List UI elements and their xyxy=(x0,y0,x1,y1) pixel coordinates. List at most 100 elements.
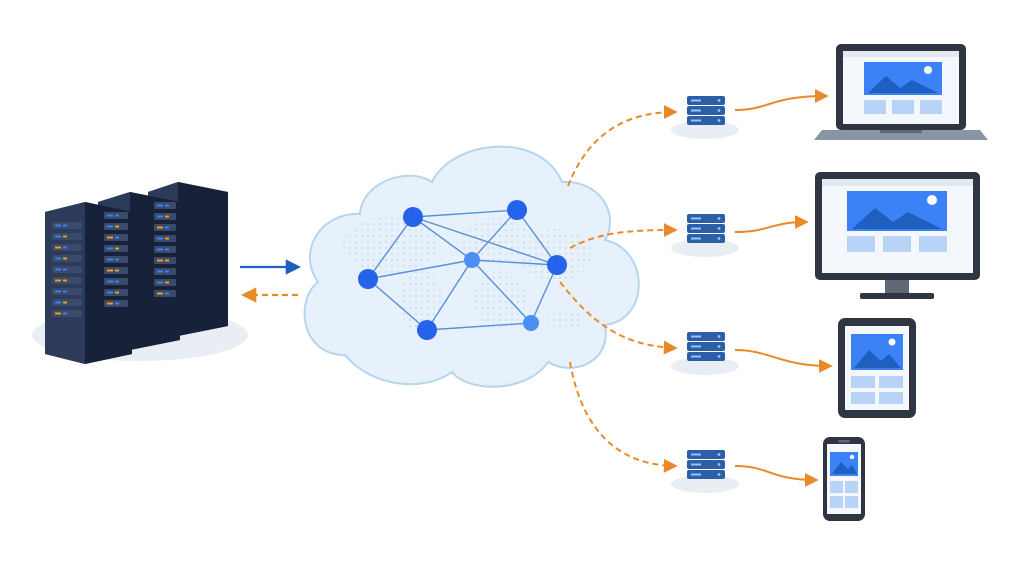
rack-led xyxy=(55,312,61,315)
rack-led xyxy=(55,257,61,260)
network-node xyxy=(403,207,423,227)
network-node xyxy=(358,269,378,289)
network-link xyxy=(530,264,558,324)
rack-led xyxy=(63,235,67,238)
world-map-dots xyxy=(342,217,593,332)
cloud-network-icon xyxy=(303,145,640,388)
rack-led xyxy=(107,280,113,283)
rack-led xyxy=(115,236,119,239)
path-to-edge-1 xyxy=(567,105,678,187)
origin-server-group xyxy=(32,182,248,364)
rack-led xyxy=(63,257,67,260)
network-link xyxy=(367,216,414,280)
rack-led xyxy=(157,248,163,251)
rack-led xyxy=(165,259,169,262)
edge-server-icon xyxy=(671,450,739,493)
rack-led xyxy=(63,279,67,282)
rack-led xyxy=(157,281,163,284)
network-link xyxy=(471,259,558,266)
network-node xyxy=(464,252,480,268)
rack-led xyxy=(165,226,169,229)
rack-led xyxy=(107,236,113,239)
rack-led xyxy=(63,246,67,249)
rack-led xyxy=(157,226,163,229)
rack-status-leds xyxy=(52,202,176,317)
tablet-icon xyxy=(838,318,916,418)
rack-led xyxy=(55,224,61,227)
rack-led xyxy=(157,215,163,218)
rack-led xyxy=(63,301,67,304)
network-node xyxy=(523,315,539,331)
rack-led xyxy=(55,268,61,271)
smartphone-icon xyxy=(823,437,865,521)
network-links xyxy=(367,209,558,331)
rack-led xyxy=(55,246,61,249)
laptop-icon xyxy=(814,44,988,140)
rack-led xyxy=(115,247,119,250)
rack-led xyxy=(107,258,113,261)
path-to-laptop xyxy=(734,89,829,111)
network-node xyxy=(507,200,527,220)
network-link xyxy=(412,216,473,261)
path-to-tablet xyxy=(734,349,833,373)
rack-led xyxy=(165,270,169,273)
network-link xyxy=(412,216,558,266)
rack-led xyxy=(107,291,113,294)
rack-led xyxy=(115,302,119,305)
network-link xyxy=(367,259,473,280)
path-to-monitor xyxy=(734,215,809,233)
distribution-paths xyxy=(559,105,678,473)
rack-led xyxy=(165,281,169,284)
rack-led xyxy=(165,237,169,240)
rack-led xyxy=(63,290,67,293)
rack-led xyxy=(157,292,163,295)
rack-led xyxy=(165,248,169,251)
rack-led xyxy=(55,301,61,304)
network-link xyxy=(426,322,532,331)
network-link xyxy=(426,259,473,331)
edge-servers xyxy=(671,96,739,493)
rack-led xyxy=(157,259,163,262)
path-to-edge-2 xyxy=(569,223,678,249)
network-link xyxy=(516,209,558,266)
rack-led xyxy=(115,269,119,272)
network-link xyxy=(412,209,518,218)
rack-led xyxy=(165,204,169,207)
rack-led xyxy=(115,258,119,261)
path-to-edge-3 xyxy=(559,281,678,355)
monitor-icon xyxy=(815,172,980,299)
rack-led xyxy=(55,290,61,293)
rack-led xyxy=(157,204,163,207)
rack-led xyxy=(115,214,119,217)
rack-led xyxy=(157,237,163,240)
rack-led xyxy=(165,292,169,295)
rack-led xyxy=(115,280,119,283)
network-link xyxy=(471,209,518,261)
edge-server-icon xyxy=(671,214,739,257)
rack-led xyxy=(115,291,119,294)
rack-led xyxy=(55,279,61,282)
rack-led xyxy=(107,225,113,228)
path-to-smartphone xyxy=(734,465,819,487)
origin-cloud-link xyxy=(240,259,302,303)
edge-server-icon xyxy=(671,96,739,139)
network-link xyxy=(367,278,428,331)
path-to-edge-4 xyxy=(569,361,678,473)
server-rack-icon xyxy=(45,182,228,364)
rack-led xyxy=(107,247,113,250)
rack-led xyxy=(107,302,113,305)
rack-led xyxy=(63,224,67,227)
rack-led xyxy=(107,214,113,217)
edge-server-icon xyxy=(671,332,739,375)
rack-led xyxy=(55,235,61,238)
network-node xyxy=(547,255,567,275)
rack-led xyxy=(165,215,169,218)
network-node xyxy=(417,320,437,340)
rack-led xyxy=(107,269,113,272)
network-link xyxy=(471,259,532,324)
rack-led xyxy=(63,312,67,315)
rack-led xyxy=(157,270,163,273)
rack-led xyxy=(115,225,119,228)
